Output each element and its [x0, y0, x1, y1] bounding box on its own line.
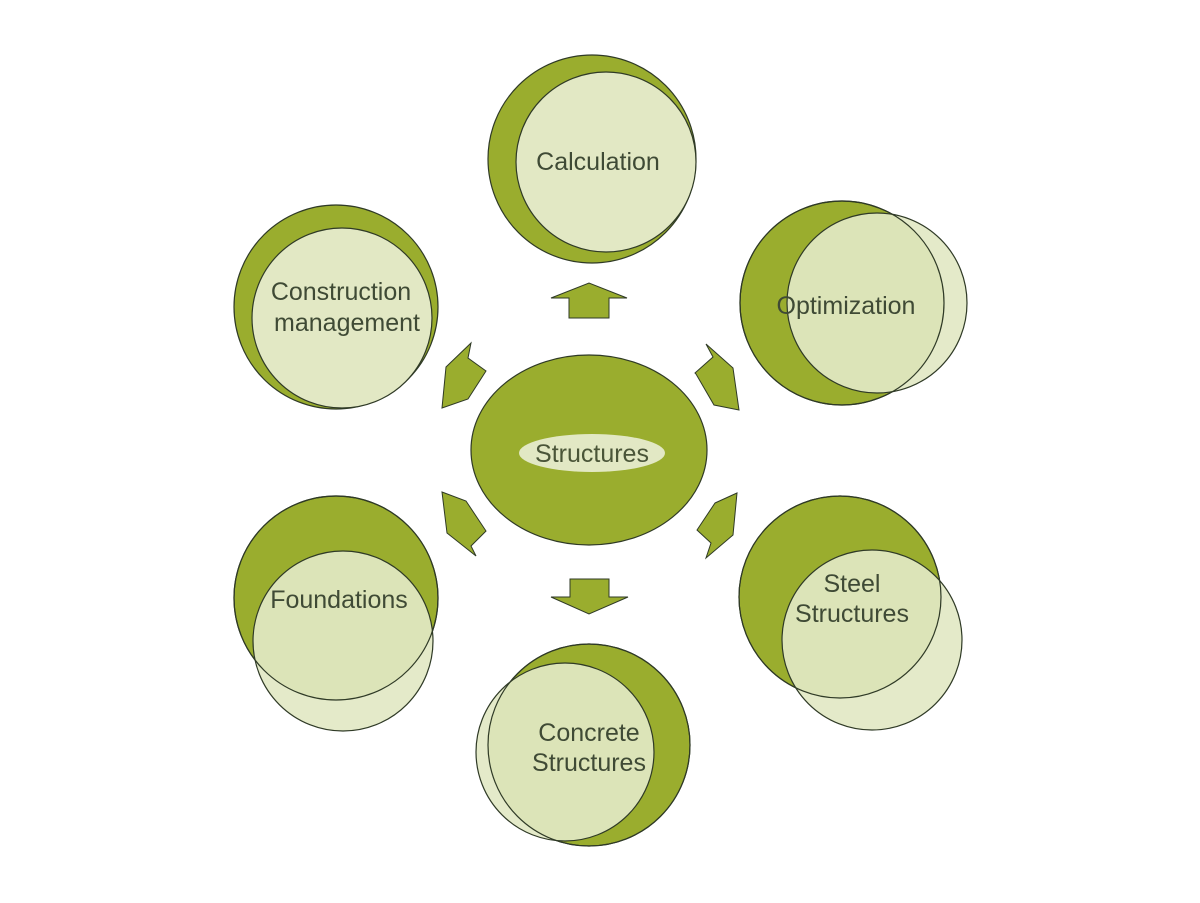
arrow-upper-right	[694, 343, 740, 411]
node-concrete-structures-label-line2: Structures	[532, 749, 646, 777]
node-optimization-label: Optimization	[777, 292, 916, 320]
node-optimization: Optimization	[739, 200, 968, 406]
arrows	[441, 282, 740, 615]
center-label-pill	[519, 434, 665, 472]
node-foundations-overlap-outline	[233, 495, 439, 701]
node-concrete-structures-label-line1: Concrete	[538, 719, 639, 747]
arrow-upper-left	[441, 341, 487, 409]
node-foundations-label: Foundations	[270, 586, 408, 614]
arrow-down	[550, 578, 629, 615]
node-construction-management-label-line2: management	[274, 309, 420, 337]
node-calculation-label: Calculation	[536, 148, 660, 176]
node-concrete-structures: Concrete Structures	[475, 643, 691, 847]
center-label: Structures	[535, 440, 649, 468]
node-construction-management-label-line1: Construction	[271, 278, 411, 306]
arrow-up	[550, 282, 628, 319]
node-optimization-front-circle	[786, 212, 968, 394]
node-calculation: Calculation	[487, 54, 697, 264]
arrow-lower-right	[696, 492, 738, 560]
node-construction-management: Construction management	[233, 204, 439, 410]
node-calculation-front-circle	[515, 71, 697, 253]
node-steel-structures-label-line2: Structures	[795, 600, 909, 628]
node-foundations-front-circle	[252, 550, 434, 732]
arrow-lower-left	[441, 491, 487, 557]
node-concrete-structures-overlap-outline	[487, 643, 691, 847]
node-optimization-overlap-outline	[739, 200, 945, 406]
node-steel-structures-label-line1: Steel	[824, 570, 881, 598]
node-concrete-structures-front-circle	[475, 662, 655, 842]
node-construction-management-front-circle	[251, 227, 433, 409]
node-steel-structures-front-circle	[781, 549, 963, 731]
center-hub: Structures	[470, 354, 708, 546]
node-steel-structures-overlap-outline	[738, 495, 942, 699]
node-steel-structures: Steel Structures	[738, 495, 963, 731]
node-foundations: Foundations	[233, 495, 439, 732]
